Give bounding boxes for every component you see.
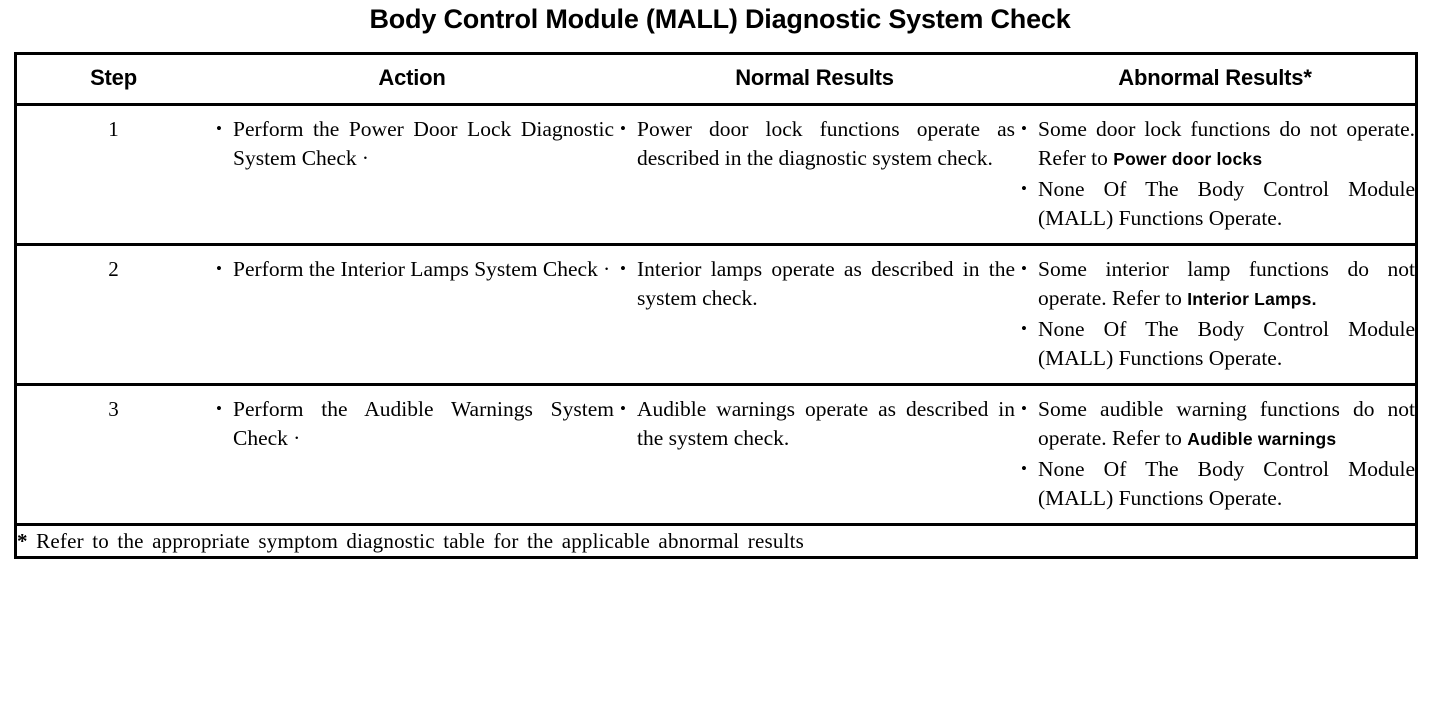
cell-abnormal-results: Some audible warning functions do not op… [1015, 384, 1415, 526]
cell-normal-results: Power door lock functions operate as des… [614, 104, 1015, 246]
column-header-step: Step [17, 55, 210, 106]
column-header-action: Action [210, 55, 614, 106]
abnormal-results-bullet-list: Some audible warning functions do not op… [1015, 394, 1415, 513]
cell-action: Perform the Audible Warnings System Chec… [210, 384, 614, 526]
table-row: 3 Perform the Audible Warnings System Ch… [17, 384, 1415, 526]
list-item: None Of The Body Control Module (MALL) F… [1015, 454, 1415, 513]
table-footnote-row: * Refer to the appropriate symptom diagn… [17, 525, 1415, 557]
column-header-normal-results: Normal Results [614, 55, 1015, 106]
diagnostic-table-container: Step Action Normal Results Abnormal Resu… [14, 52, 1418, 559]
trailing-mark: · [356, 146, 369, 170]
list-item: Interior lamps operate as described in t… [614, 254, 1015, 313]
list-item: None Of The Body Control Module (MALL) F… [1015, 314, 1415, 373]
footnote-marker: * [17, 529, 28, 553]
trailing-mark: · [287, 426, 301, 450]
page-title: Body Control Module (MALL) Diagnostic Sy… [369, 4, 1071, 34]
table-body: 1 Perform the Power Door Lock Diagnostic… [17, 104, 1415, 557]
cross-reference-label: Power door locks [1113, 149, 1263, 169]
table-header-row: Step Action Normal Results Abnormal Resu… [17, 55, 1415, 106]
column-header-abnormal-results: Abnormal Results* [1015, 55, 1415, 106]
cross-reference-label: Audible warnings [1187, 429, 1337, 449]
cross-reference-label: Interior Lamps. [1187, 289, 1317, 309]
cell-abnormal-results: Some door lock functions do not operate.… [1015, 104, 1415, 246]
list-item: Perform the Power Door Lock Diagnostic S… [210, 114, 614, 173]
cell-normal-results: Audible warnings operate as described in… [614, 384, 1015, 526]
cell-normal-results: Interior lamps operate as described in t… [614, 244, 1015, 386]
footnote-text: Refer to the appropriate symptom diagnos… [36, 529, 805, 553]
diagnostic-table: Step Action Normal Results Abnormal Resu… [17, 55, 1415, 556]
table-row: 2 Perform the Interior Lamps System Chec… [17, 244, 1415, 386]
action-bullet-list: Perform the Interior Lamps System Check … [210, 254, 614, 284]
abnormal-results-bullet-list: Some door lock functions do not operate.… [1015, 114, 1415, 233]
action-bullet-list: Perform the Power Door Lock Diagnostic S… [210, 114, 614, 173]
list-item: Some interior lamp functions do not oper… [1015, 254, 1415, 314]
trailing-mark: · [597, 257, 611, 281]
normal-results-bullet-list: Power door lock functions operate as des… [614, 114, 1015, 173]
list-item: Audible warnings operate as described in… [614, 394, 1015, 453]
list-item: Power door lock functions operate as des… [614, 114, 1015, 173]
normal-results-bullet-list: Audible warnings operate as described in… [614, 394, 1015, 453]
cell-step: 3 [17, 384, 210, 526]
action-bullet-list: Perform the Audible Warnings System Chec… [210, 394, 614, 453]
table-row: 1 Perform the Power Door Lock Diagnostic… [17, 104, 1415, 246]
abnormal-results-bullet-list: Some interior lamp functions do not oper… [1015, 254, 1415, 373]
cell-abnormal-results: Some interior lamp functions do not oper… [1015, 244, 1415, 386]
list-item: None Of The Body Control Module (MALL) F… [1015, 174, 1415, 233]
cell-action: Perform the Interior Lamps System Check … [210, 244, 614, 386]
list-item: Perform the Interior Lamps System Check … [210, 254, 614, 284]
footnote-cell: * Refer to the appropriate symptom diagn… [17, 525, 1415, 557]
list-item: Perform the Audible Warnings System Chec… [210, 394, 614, 453]
cell-step: 2 [17, 244, 210, 386]
list-item: Some door lock functions do not operate.… [1015, 114, 1415, 174]
normal-results-bullet-list: Interior lamps operate as described in t… [614, 254, 1015, 313]
list-item: Some audible warning functions do not op… [1015, 394, 1415, 454]
cell-step: 1 [17, 104, 210, 246]
cell-action: Perform the Power Door Lock Diagnostic S… [210, 104, 614, 246]
